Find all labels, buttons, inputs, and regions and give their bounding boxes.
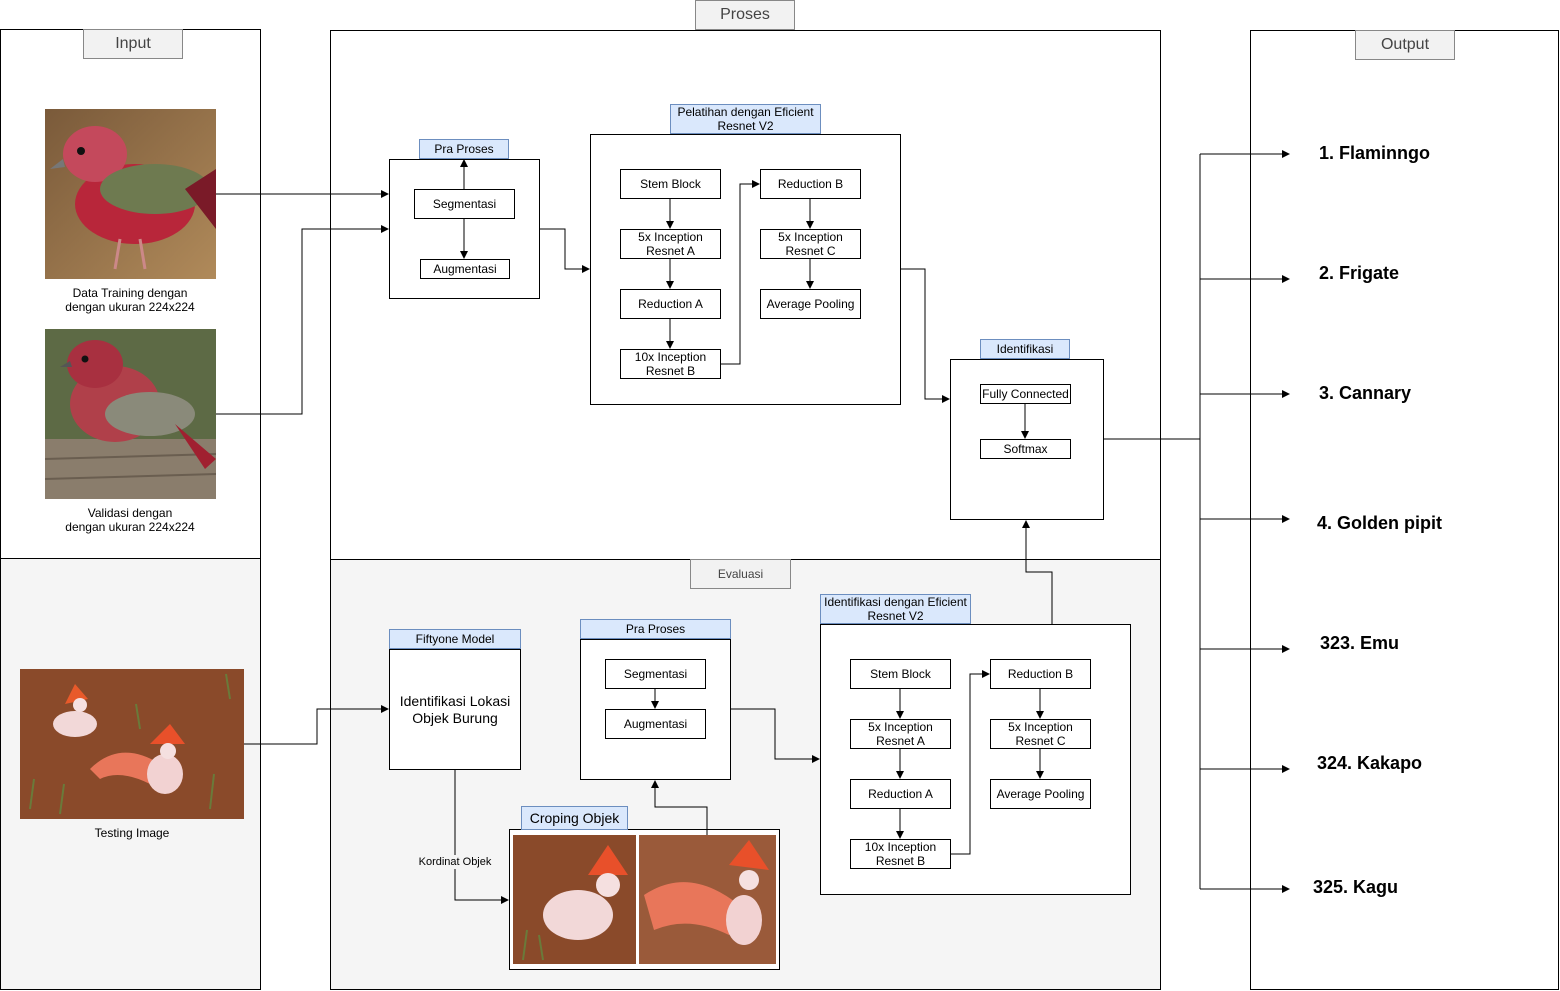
eval-stem-block: Stem Block [850,659,951,689]
eval-ident-title: Identifikasi dengan Eficient Resnet V2 [820,594,971,624]
reduction-b: Reduction B [760,169,861,199]
output-item-4: 4. Golden pipit [1317,513,1442,533]
pelatihan-title: Pelatihan dengan Eficient Resnet V2 [670,104,821,134]
average-pooling: Average Pooling [760,289,861,319]
fiftyone-title: Fiftyone Model [389,629,521,649]
output-item-3: 3. Cannary [1319,383,1412,403]
eval-segmentasi-box: Segmentasi [605,659,706,689]
eval-augmentasi-box: Augmentasi [605,709,706,739]
segmentasi-box: Segmentasi [414,189,515,219]
fully-connected-box: Fully Connected [980,384,1071,404]
crop-image-left [513,835,636,964]
eval-inception-a: 5x Inception Resnet A [850,719,951,749]
validation-bird-image [45,329,216,499]
training-caption: Data Training dengan dengan ukuran 224x2… [65,286,195,314]
cropping-title: Croping Objek [521,806,628,830]
augmentasi-box: Augmentasi [420,259,510,279]
eval-inception-b: 10x Inception Resnet B [850,839,951,869]
input-tab: Input [83,29,183,59]
validation-caption: Validasi dengan dengan ukuran 224x224 [65,506,195,534]
training-bird-image [45,109,216,279]
output-tab: Output [1355,30,1455,60]
eval-average-pooling: Average Pooling [990,779,1091,809]
fiftyone-model-box: Identifikasi Lokasi Objek Burung [389,649,521,770]
inception-c: 5x Inception Resnet C [760,229,861,259]
output-item-1: 1. Flaminngo [1319,143,1431,163]
eval-reduction-a: Reduction A [850,779,951,809]
identifikasi-title: Identifikasi [980,339,1070,359]
pra-proses-title: Pra Proses [419,139,509,159]
evaluasi-tab: Evaluasi [690,559,791,589]
kordinat-label: Kordinat Objek [410,855,500,869]
output-item-2: 2. Frigate [1319,263,1400,283]
softmax-box: Softmax [980,439,1071,459]
crop-image-right [639,835,776,964]
output-item-323: 323. Emu [1320,633,1400,653]
testing-bird-image [20,669,244,819]
eval-pra-title: Pra Proses [580,619,731,639]
testing-caption: Testing Image [94,826,170,840]
inception-a: 5x Inception Resnet A [620,229,721,259]
proses-tab: Proses [695,0,795,30]
stem-block: Stem Block [620,169,721,199]
output-item-325: 325. Kagu [1313,877,1399,897]
inception-b: 10x Inception Resnet B [620,349,721,379]
eval-reduction-b: Reduction B [990,659,1091,689]
eval-inception-c: 5x Inception Resnet C [990,719,1091,749]
output-item-324: 324. Kakapo [1317,753,1423,773]
reduction-a: Reduction A [620,289,721,319]
